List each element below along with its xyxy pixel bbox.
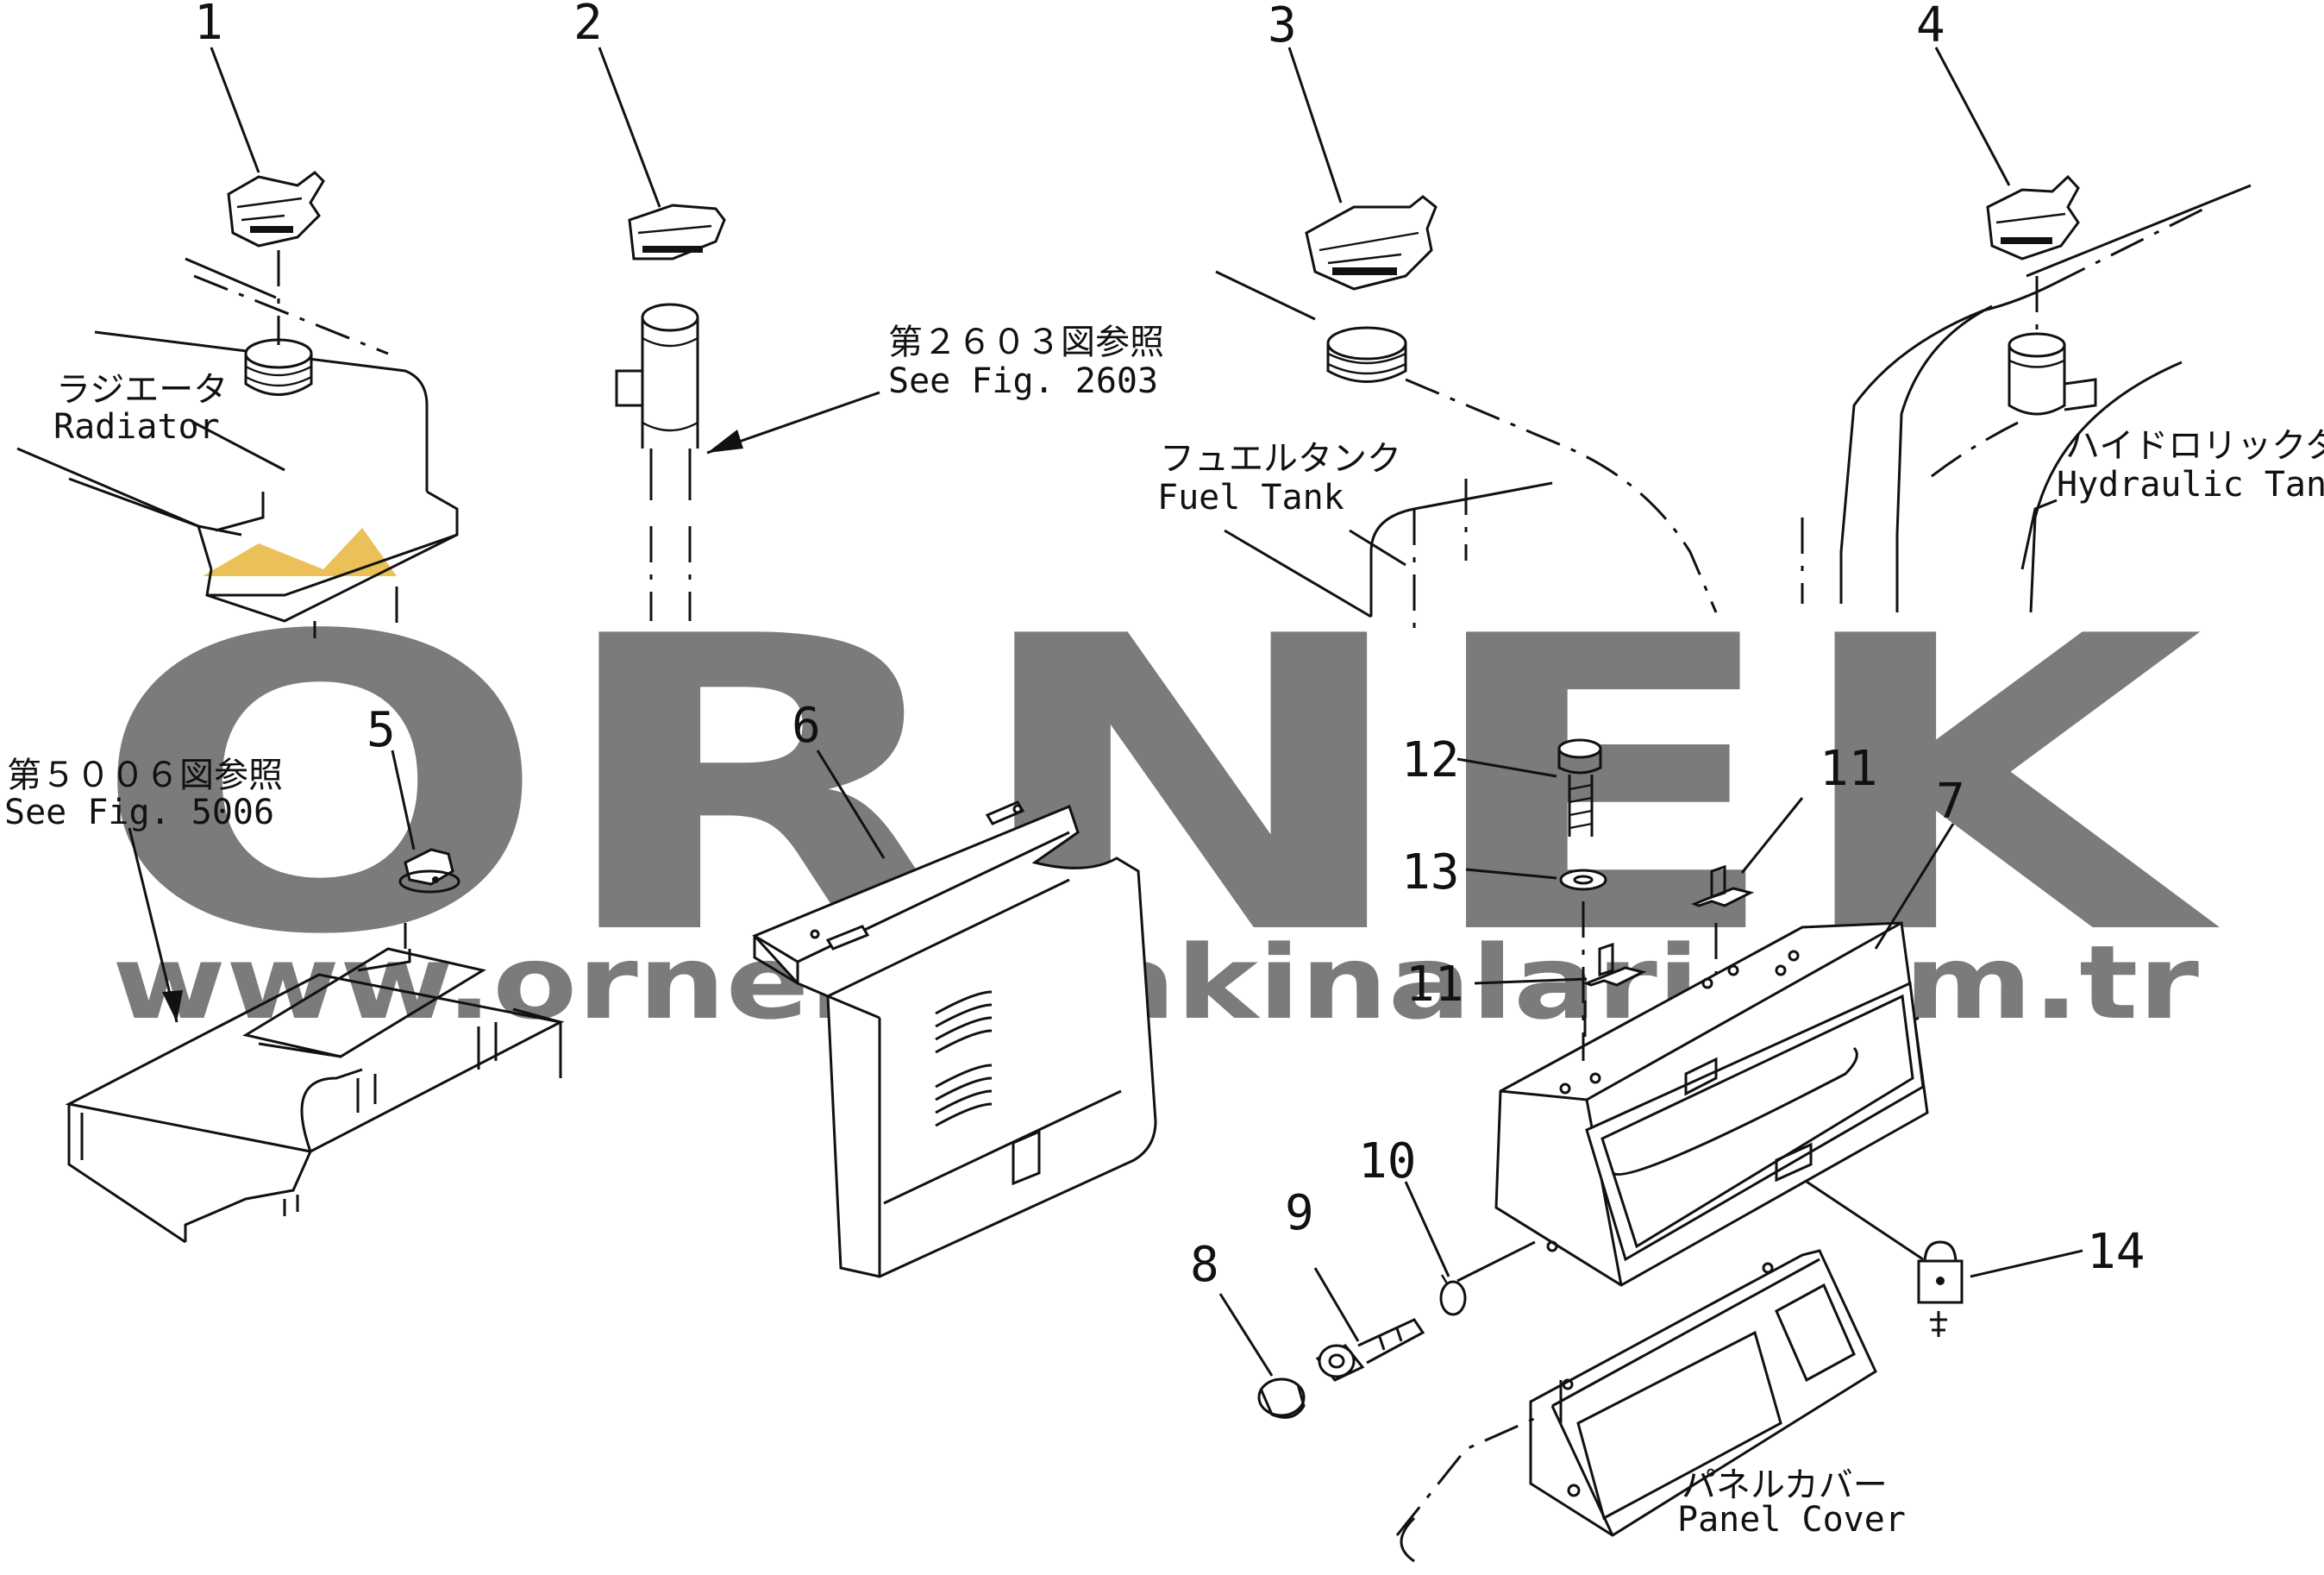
radiator-label-jp: ラジエータ [56,370,228,410]
cover-latch [1012,1129,1041,1186]
callout-7: 7 [1936,774,1965,830]
clip-part-5 [398,848,460,894]
callout-13: 13 [1401,844,1459,900]
ref-5006-en: See Fig. 5006 [4,793,274,832]
pin-9 [1315,1318,1425,1382]
hydraulic-cap-icon [1986,174,2080,260]
watermark-accent-mark [203,528,397,576]
cover-louvers [935,990,993,1127]
callout-9: 9 [1285,1185,1314,1241]
callout-3: 3 [1268,0,1297,53]
snap-ring-10 [1439,1274,1467,1316]
panel-cover-label-en: Panel Cover [1677,1500,1906,1540]
clip-11-upper [1690,864,1755,907]
fuel-tank-outline [1215,270,1718,638]
text-labels: ラジエータ Radiator 第２６０３図参照 See Fig. 2603 フュ… [4,323,2324,1540]
leader-lines [128,47,2083,1377]
filler-pipe [615,303,699,621]
instrument-box-7 [1494,921,1929,1287]
hydraulic-tank-label-en: Hydraulic Tank [2057,465,2324,505]
filler-cap-icon [628,204,726,260]
fuel-tank-label-jp: フュエルタンク [1160,439,1401,479]
callout-numbers: 1 2 3 4 5 6 7 8 9 10 11 11 12 13 14 [194,0,2145,1293]
washer-13 [1559,869,1607,891]
callout-5: 5 [366,702,396,758]
fuel-filler-neck [1326,326,1407,383]
callout-6: 6 [792,698,821,754]
padlock-14 [1917,1240,1964,1337]
radiator-filler-neck [244,338,313,396]
callout-4: 4 [1916,0,1945,53]
radiator-tank-outline [16,257,459,638]
callout-12: 12 [1401,732,1459,788]
panel-cover [1395,1249,1877,1563]
callout-8: 8 [1190,1237,1219,1293]
floor-plate [65,923,565,1244]
cap-8 [1257,1377,1306,1419]
bolt-12 [1557,738,1602,837]
fuel-cap-icon [1305,195,1438,291]
hydraulic-tank-outline [1801,184,2252,613]
radiator-cap-icon [227,171,325,248]
radiator-label-en: Radiator [53,407,220,447]
fuel-tank-label-en: Fuel Tank [1157,478,1344,518]
ref-5006-jp: 第５００６図参照 [7,756,283,795]
callout-11-upper: 11 [1820,741,1877,797]
clip-11-lower [1582,942,1647,987]
callout-2: 2 [573,0,603,51]
panel-cover-label-jp: パネルカバー [1682,1465,1888,1505]
cover-panel-6 [752,800,1157,1278]
callout-10: 10 [1358,1133,1416,1189]
hydraulic-tank-label-jp: ハイドロリックタンク [2065,426,2324,466]
hydraulic-filler-neck [2008,332,2097,416]
callout-14: 14 [2087,1224,2145,1280]
ref-2603-en: See Fig. 2603 [888,361,1158,401]
callout-11-lower: 11 [1406,957,1463,1013]
callout-1: 1 [194,0,223,51]
ref-2603-jp: 第２６０３図参照 [888,323,1164,362]
